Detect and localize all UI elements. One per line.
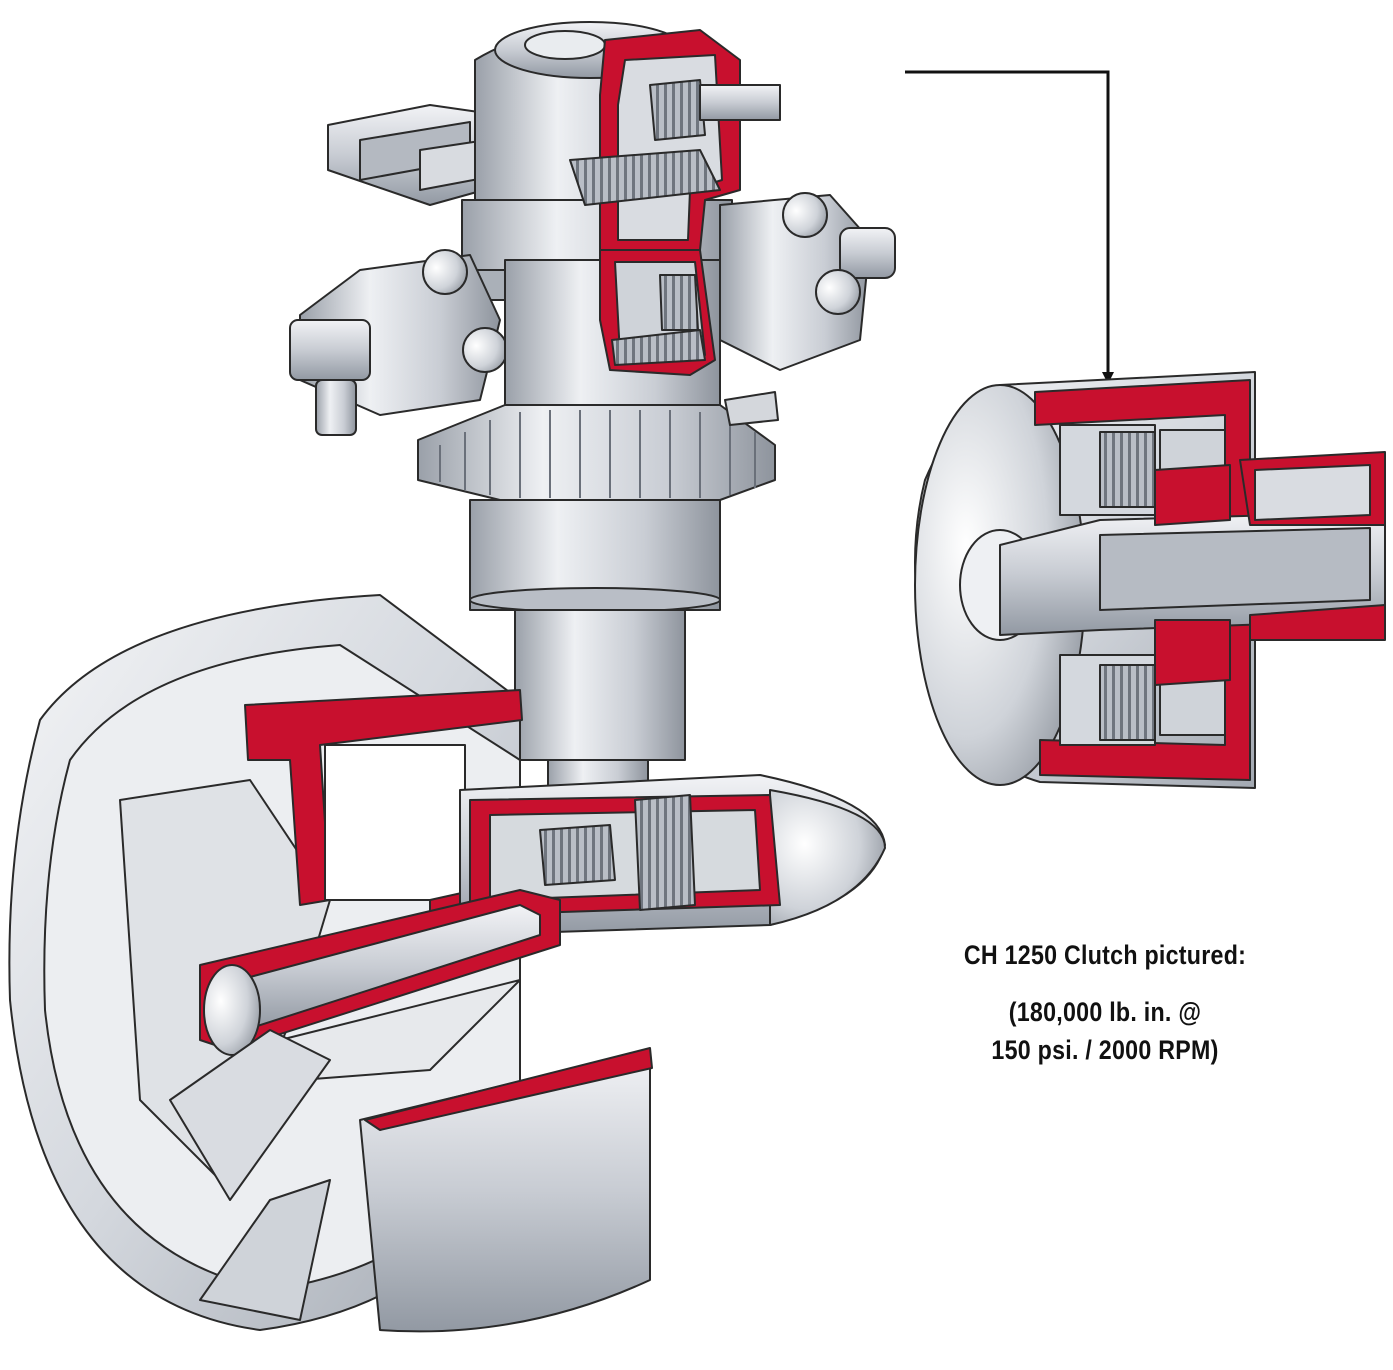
lower-stem: [469, 499, 721, 831]
callout-arrow: [905, 70, 1114, 384]
clutch-caption-title: CH 1250 Clutch pictured:: [963, 940, 1247, 970]
hydraulic-motor-right: [719, 192, 896, 371]
clutch-cutaway-detail: [914, 371, 1386, 789]
finned-flange: [417, 391, 779, 501]
clutch-spec-torque: (180,000 lb. in. @: [1008, 997, 1202, 1027]
clutch-spec-pressure-rpm: 150 psi. / 2000 RPM): [991, 1035, 1219, 1065]
mounting-bracket: [327, 104, 521, 206]
propeller: [169, 979, 521, 1321]
upper-cutaway-section: [569, 29, 781, 251]
hydraulic-motor-left: [289, 249, 508, 436]
thruster-cutaway-illustration: [8, 21, 896, 1333]
center-column: [504, 249, 721, 411]
lower-gear-pod: [459, 774, 886, 936]
duct-cutaway-ribs: [244, 689, 653, 1131]
propeller-shaft: [199, 889, 561, 1056]
